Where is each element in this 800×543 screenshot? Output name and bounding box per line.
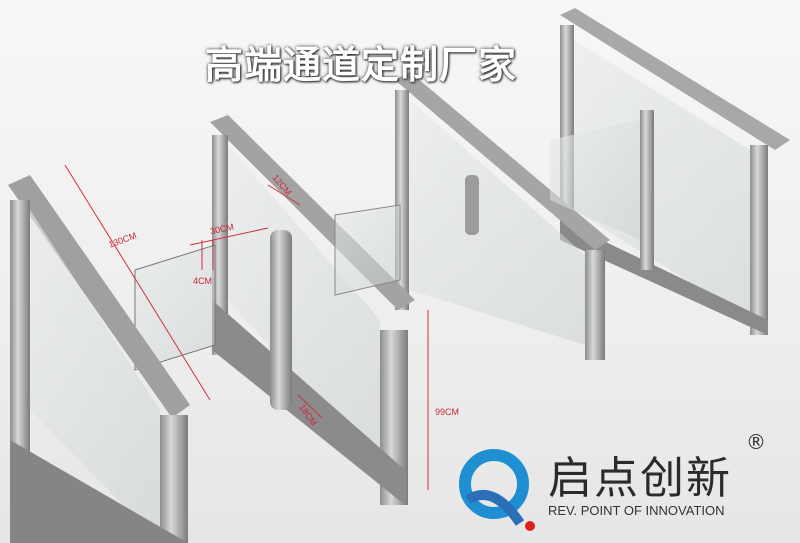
brand-name-cn: 启点创新: [548, 453, 732, 504]
gate-cabinet: [560, 8, 790, 335]
q-logo-icon: [459, 449, 535, 531]
registered-mark: ®: [746, 430, 766, 454]
gate-cabinet: [134, 115, 415, 505]
gate-cabinet: [395, 72, 654, 360]
brand-logo: 启点创新 ® REV. POINT OF INNOVATION: [458, 430, 778, 530]
dimension-height-label: 99CM: [435, 407, 460, 417]
gate-cabinet: [8, 175, 190, 543]
dimension-gap-label: 4CM: [193, 276, 213, 286]
headline: 高端通道定制厂家: [205, 43, 518, 87]
dimension-lines: [64, 164, 429, 490]
brand-name-en: REV. POINT OF INNOVATION: [548, 503, 725, 518]
